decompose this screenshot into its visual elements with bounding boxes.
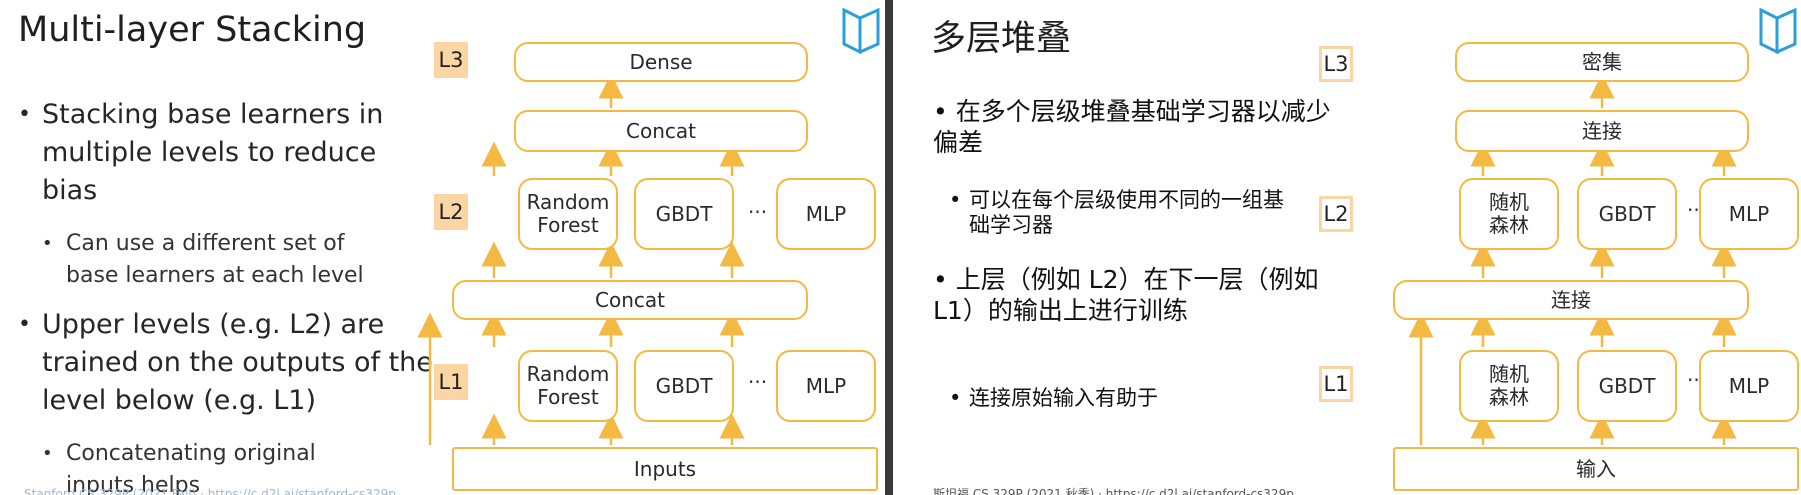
sub-bullet-item: Concatenating original inputs helps — [18, 438, 366, 495]
l2-ellipsis: ··· — [748, 200, 768, 224]
l2-random-forest-box: 随机 森林 — [1459, 178, 1559, 250]
inputs-box: Inputs — [452, 447, 878, 491]
bullet-list: Stacking base learners in multiple level… — [18, 96, 438, 495]
l1-ellipsis: ··· — [748, 370, 768, 394]
bullet-list: • 在多个层级堆叠基础学习器以减少偏差 可以在每个层级使用不同的一组基础学习器 … — [933, 96, 1373, 437]
inputs-box: 输入 — [1393, 447, 1799, 491]
concat-top-box: Concat — [514, 110, 808, 152]
concat-top-box: 连接 — [1455, 110, 1749, 152]
l1-random-forest-box: Random Forest — [518, 350, 618, 422]
bullet-item: Upper levels (e.g. L2) are trained on th… — [18, 306, 438, 420]
l1-mlp-box: MLP — [776, 350, 876, 422]
sub-bullet-item: Can use a different set of base learners… — [18, 228, 366, 292]
l1-mlp-box: MLP — [1699, 350, 1799, 422]
l1-gbdt-box: GBDT — [634, 350, 734, 422]
slide-chinese: 多层堆叠 • 在多个层级堆叠基础学习器以减少偏差 可以在每个层级使用不同的一组基… — [893, 0, 1801, 495]
sub-bullet-item: 可以在每个层级使用不同的一组基础学习器 — [945, 188, 1289, 238]
sub-bullet-item: 连接原始输入有助于 — [945, 386, 1289, 411]
book-logo-icon — [1757, 4, 1799, 58]
diagram-arrows — [417, 73, 745, 445]
slide-footer: 斯坦福 CS 329P (2021 秋季) · https://c.d2l.ai… — [933, 487, 1294, 495]
slide-title: 多层堆叠 — [931, 19, 1072, 59]
slide-english: Multi-layer Stacking Stacking base learn… — [0, 0, 885, 495]
level-label-l3: L3 — [434, 42, 468, 78]
l2-mlp-box: MLP — [1699, 178, 1799, 250]
l2-gbdt-box: GBDT — [634, 178, 734, 250]
l1-random-forest-box: 随机 森林 — [1459, 350, 1559, 422]
slide-title: Multi-layer Stacking — [18, 10, 367, 50]
concat-mid-box: 连接 — [1393, 280, 1749, 320]
book-logo-icon — [840, 4, 882, 58]
concat-mid-box: Concat — [452, 280, 808, 320]
bullet-item: • 上层（例如 L2）在下一层（例如 L1）的输出上进行训练 — [933, 265, 1319, 325]
dense-box: Dense — [514, 42, 808, 82]
dense-box: 密集 — [1455, 42, 1749, 82]
bullet-item: Stacking base learners in multiple level… — [18, 96, 438, 210]
level-label-l1: L1 — [1319, 366, 1353, 402]
slide-divider — [885, 0, 893, 495]
l2-mlp-box: MLP — [776, 178, 876, 250]
bullet-item: • 在多个层级堆叠基础学习器以减少偏差 — [933, 97, 1331, 157]
l1-gbdt-box: GBDT — [1577, 350, 1677, 422]
slide-footer: Stanford CS 329P (2021 Fall) · https://c… — [24, 487, 396, 495]
l2-random-forest-box: Random Forest — [518, 178, 618, 250]
level-label-l1: L1 — [434, 364, 468, 400]
level-label-l2: L2 — [1319, 196, 1353, 232]
level-label-l2: L2 — [434, 194, 468, 230]
l2-gbdt-box: GBDT — [1577, 178, 1677, 250]
diagram-arrows — [1408, 73, 1737, 445]
level-label-l3: L3 — [1319, 46, 1353, 82]
